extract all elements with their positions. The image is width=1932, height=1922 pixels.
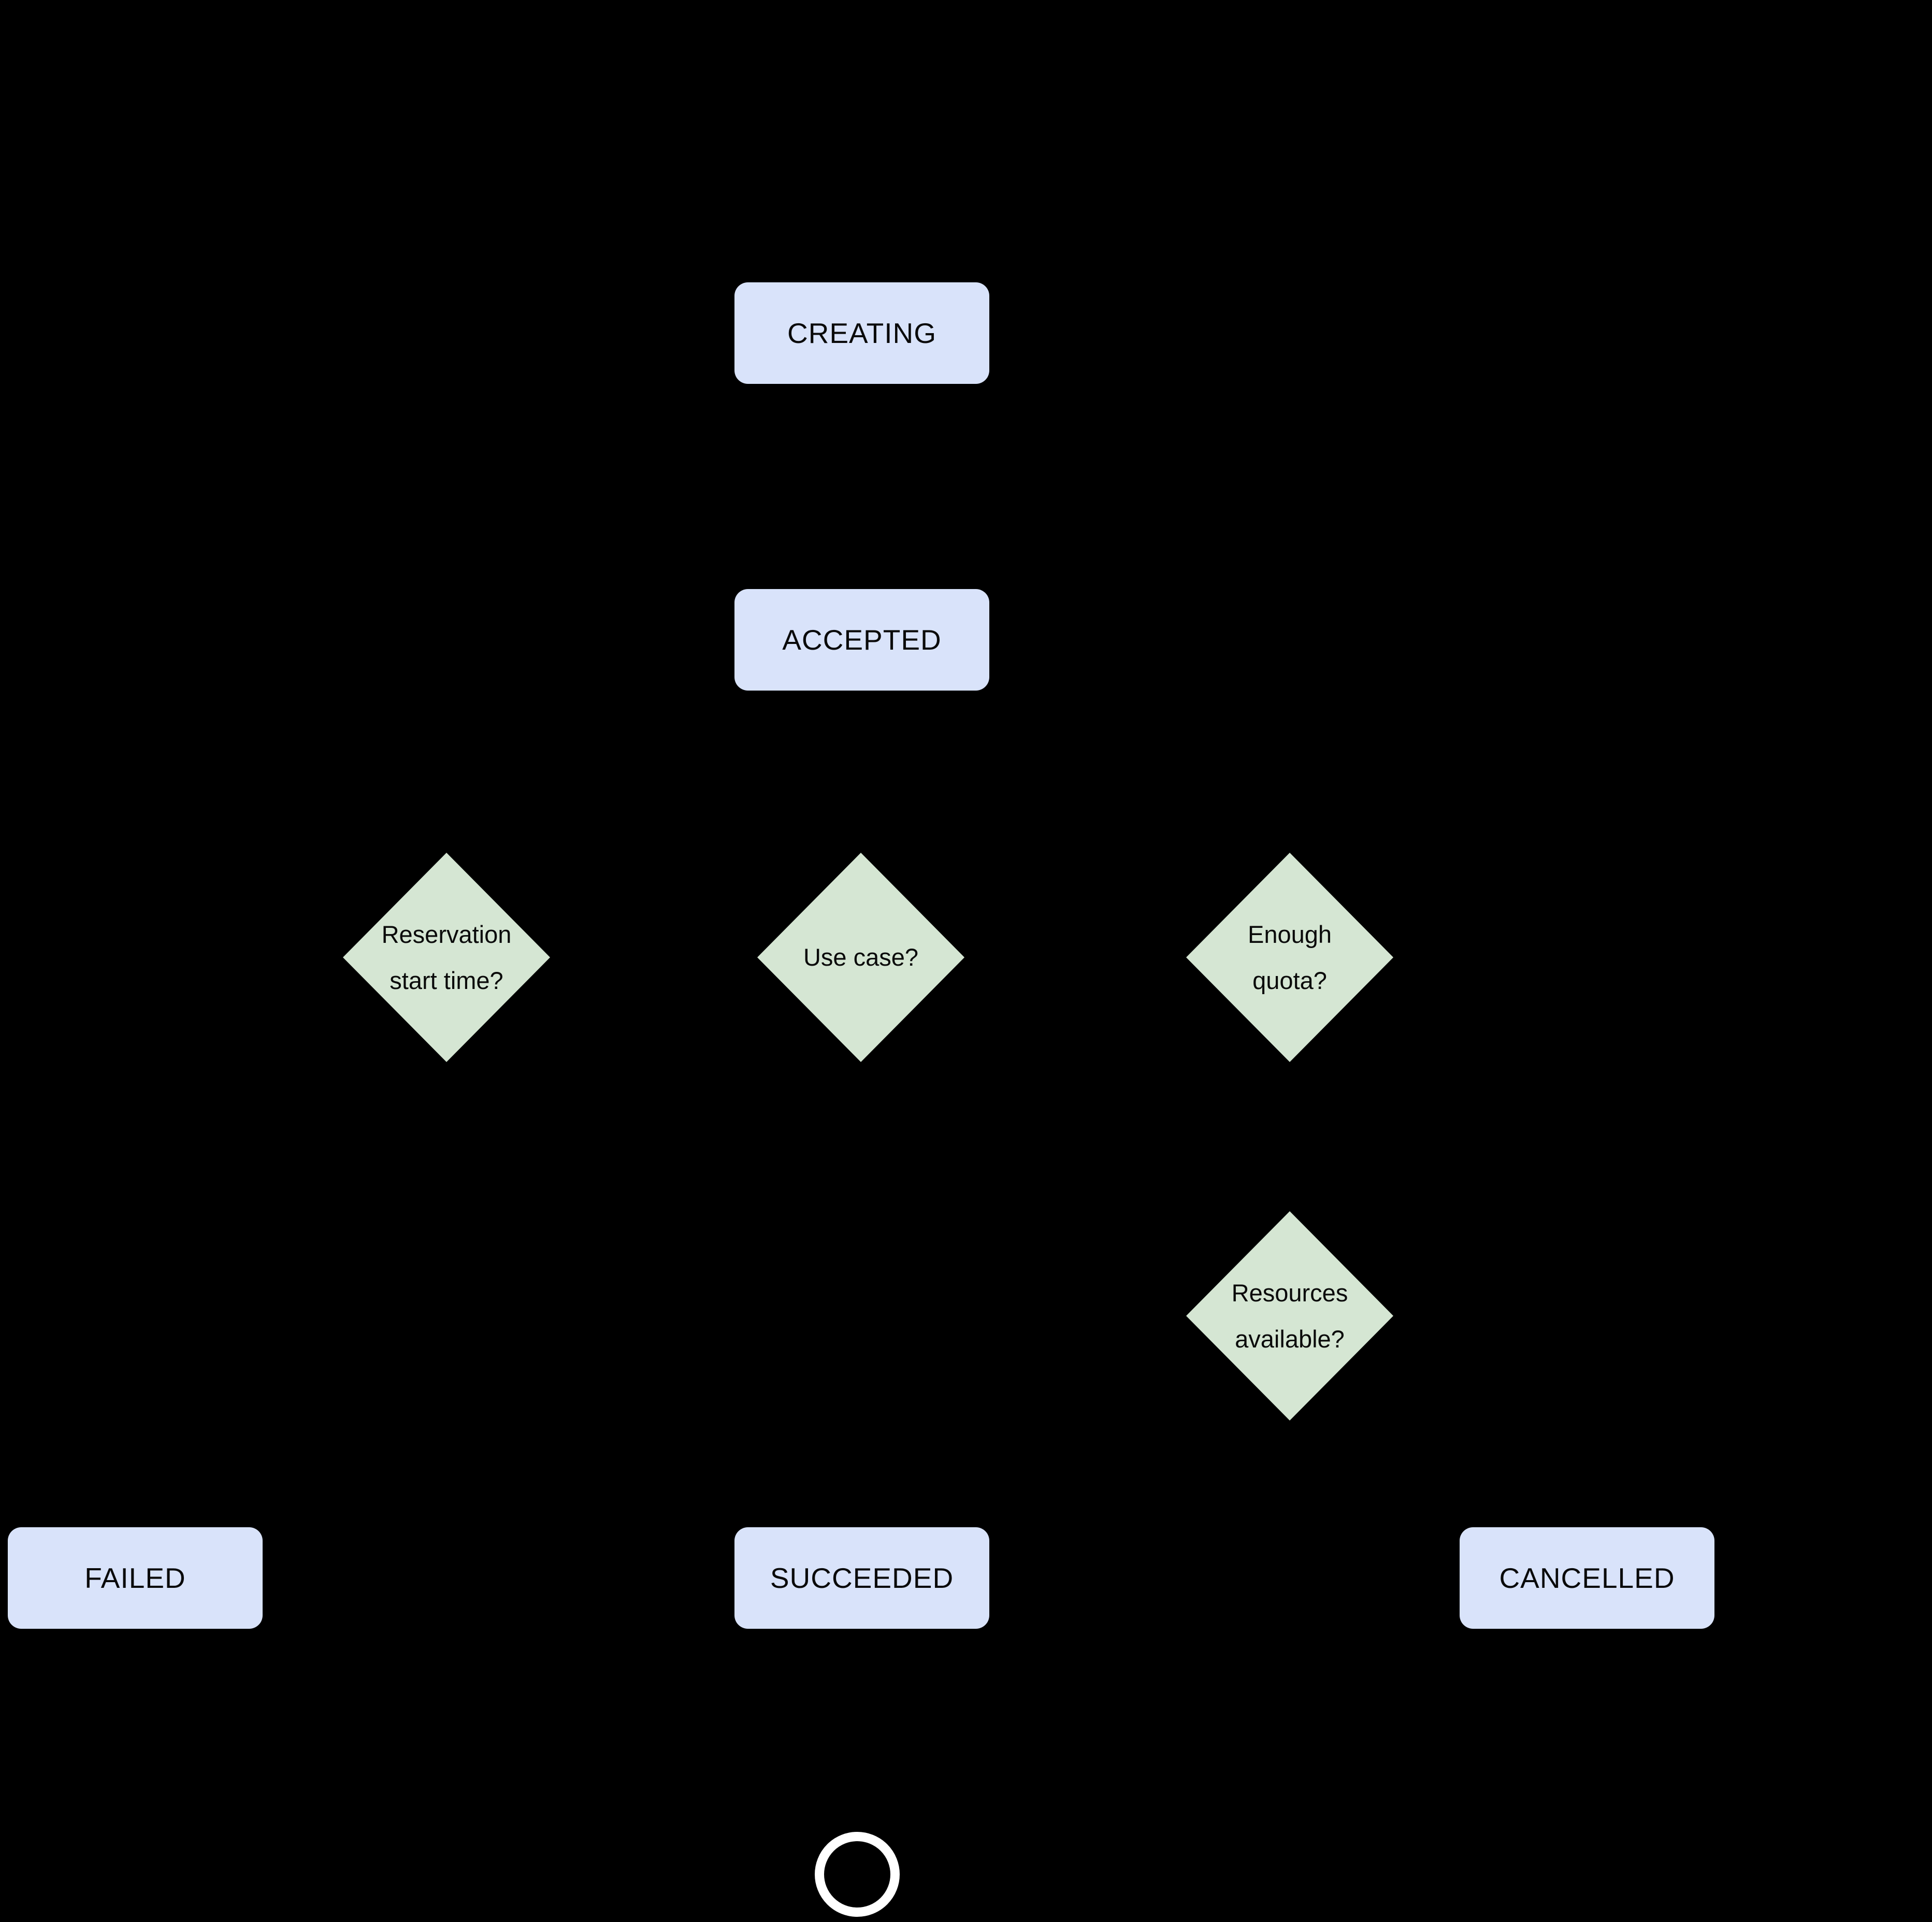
decision-label-line: Enough bbox=[1247, 920, 1332, 948]
decision-node-enough-quota: Enough quota? bbox=[1186, 853, 1393, 1062]
state-node-succeeded: SUCCEEDED bbox=[734, 1527, 989, 1629]
decision-node-use-case: Use case? bbox=[757, 853, 964, 1062]
decision-label-line: Resources bbox=[1231, 1279, 1348, 1307]
state-node-failed: FAILED bbox=[8, 1527, 263, 1629]
end-state-ring-icon bbox=[815, 1832, 900, 1917]
decision-label-line: available? bbox=[1235, 1325, 1345, 1353]
decision-node-reservation-start-time: Reservation start time? bbox=[343, 853, 550, 1062]
decision-label-line: quota? bbox=[1252, 967, 1327, 994]
decision-node-resources-available: Resources available? bbox=[1186, 1211, 1393, 1421]
decision-label-line: start time? bbox=[390, 967, 503, 994]
state-node-accepted: ACCEPTED bbox=[734, 589, 989, 691]
state-node-creating: CREATING bbox=[734, 282, 989, 384]
state-node-cancelled: CANCELLED bbox=[1460, 1527, 1714, 1629]
decision-label-line: Use case? bbox=[803, 943, 919, 971]
decision-label-line: Reservation bbox=[381, 920, 512, 948]
